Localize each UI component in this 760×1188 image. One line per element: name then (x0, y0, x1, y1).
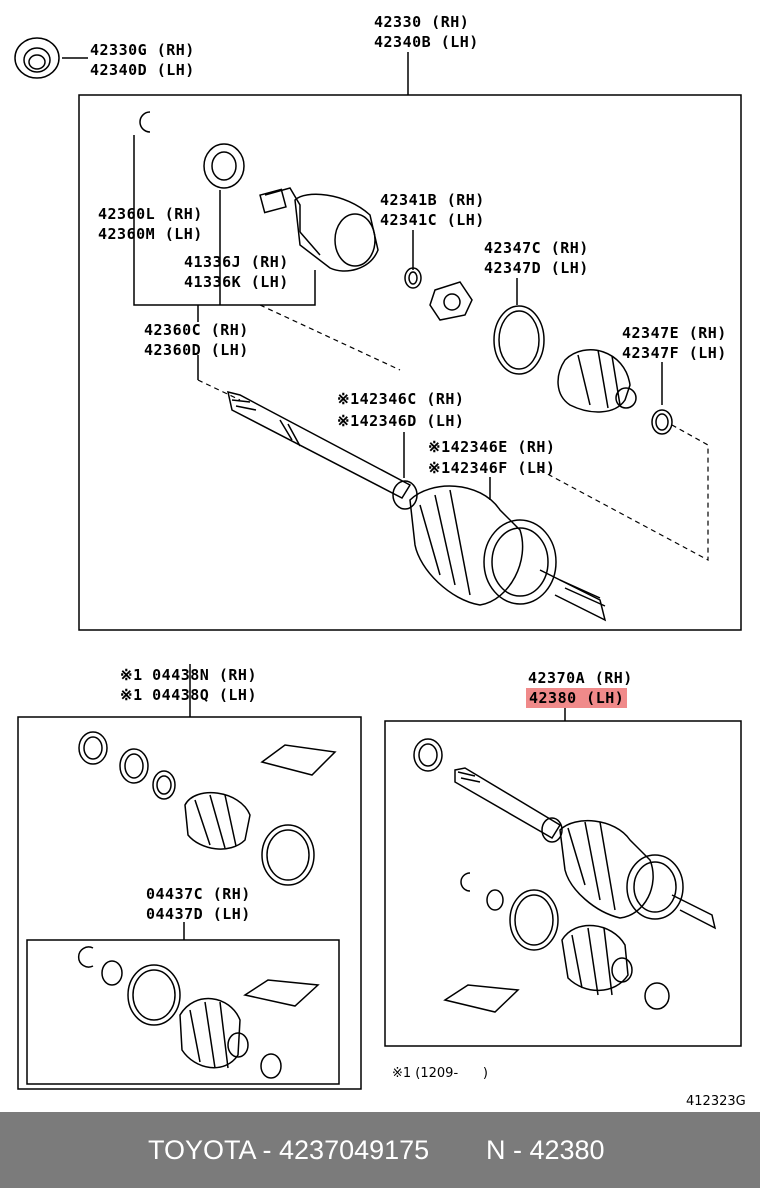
label-top-part-rh: 42330 (RH) (374, 13, 470, 31)
label-boot-kit-lh: ※1 04438Q (LH) (120, 686, 257, 704)
footer-reference: N - 42380 (486, 1135, 605, 1165)
label-small-clamp-rh: 42347E (RH) (622, 324, 727, 342)
label-inner-joint-lh: 42360D (LH) (144, 341, 249, 359)
label-inner-joint-rh: 42360C (RH) (144, 321, 249, 339)
label-snap-ring-rh: 42360L (RH) (98, 205, 203, 223)
shaft-assembly-frame (384, 720, 742, 1047)
label-inner-kit-rh: 04437C (RH) (146, 885, 251, 903)
label-side-part-lh: 42340D (LH) (90, 61, 195, 79)
footer-brand-part: TOYOTA - 4237049175 (148, 1135, 430, 1165)
label-inner-kit-lh: 04437D (LH) (146, 905, 251, 923)
parts-diagram (14, 37, 742, 1090)
diagram-code: 412323G (686, 1094, 746, 1109)
main-assembly-frame (78, 94, 742, 631)
label-shaft-assy-lh-highlighted[interactable]: 42380 (LH) (526, 688, 628, 708)
label-boot-clamp-rh: 42347C (RH) (484, 239, 589, 257)
label-outer-boot-lh: ※142346F (LH) (428, 459, 556, 477)
label-side-part-rh: 42330G (RH) (90, 41, 195, 59)
applicability-note: ※1 (1209- ) (392, 1066, 489, 1081)
label-seal-rh: 41336J (RH) (184, 253, 289, 271)
label-top-part-lh: 42340B (LH) (374, 33, 479, 51)
label-snap-ring-lh: 42360M (LH) (98, 225, 203, 243)
inner-kit-frame (26, 939, 340, 1085)
label-small-clamp-lh: 42347F (LH) (622, 344, 727, 362)
label-shaft-assy-rh: 42370A (RH) (528, 669, 633, 687)
label-boot-clamp-lh: 42347D (LH) (484, 259, 589, 277)
label-spider-lh: 42341C (LH) (380, 211, 485, 229)
label-outer-boot-rh: ※142346E (RH) (428, 438, 556, 456)
label-spider-rh: 42341B (RH) (380, 191, 485, 209)
label-boot-kit-rh: ※1 04438N (RH) (120, 666, 257, 684)
label-seal-lh: 41336K (LH) (184, 273, 289, 291)
footer-bar: TOYOTA - 4237049175 N - 42380 (0, 1112, 760, 1188)
label-shaft-boot-lh: ※142346D (LH) (337, 412, 465, 430)
label-shaft-boot-rh: ※142346C (RH) (337, 390, 465, 408)
